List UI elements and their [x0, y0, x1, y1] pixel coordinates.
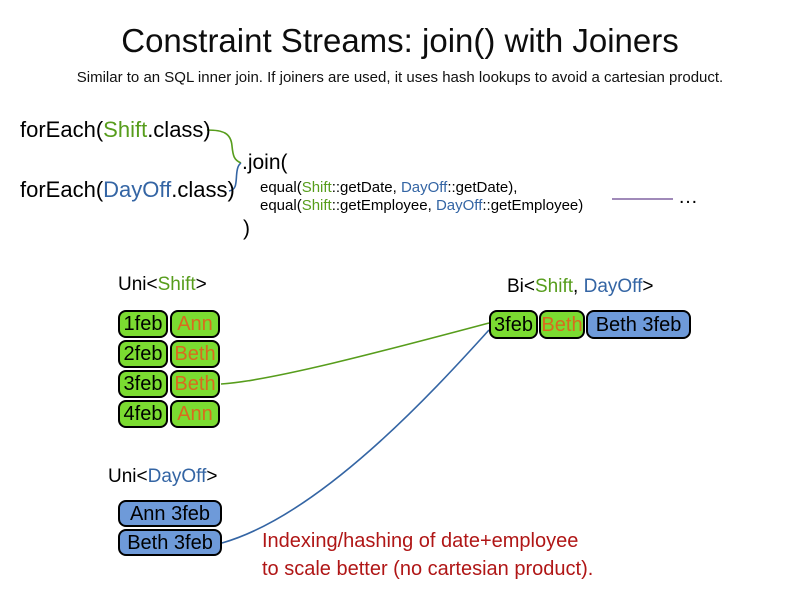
shift-date-cell: 2feb	[118, 340, 168, 368]
code-token: .class)	[147, 117, 211, 142]
dayoff-cell: Ann 3feb	[118, 500, 222, 527]
subtitle: Similar to an SQL inner join. If joiners…	[76, 69, 724, 86]
code-token: .class)	[171, 177, 235, 202]
code-token: ::getEmployee,	[331, 197, 436, 214]
code-token-shift-class: Shift	[103, 117, 148, 142]
table-row: 2feb Beth	[118, 340, 220, 368]
uni-dayoff-label: Uni<DayOff>	[108, 466, 218, 488]
more-joiners-ellipsis: …	[678, 186, 699, 208]
code-join-open: .join(	[242, 151, 288, 174]
uni-dayoff-table: Ann 3feb Beth 3feb	[118, 500, 222, 556]
code-token-dayoff-class: DayOff	[435, 197, 483, 214]
indexing-note: Indexing/hashing of date+employee to sca…	[262, 527, 593, 583]
code-equal-date: equal(Shift::getDate, DayOff::getDate),	[260, 179, 517, 196]
code-token: ::getDate),	[447, 179, 518, 196]
shift-employee-cell: Beth	[170, 370, 220, 398]
label-token-dayoff: DayOff	[583, 276, 643, 297]
label-token: ,	[573, 276, 584, 297]
label-token: Bi<	[507, 276, 535, 297]
shift-employee-cell: Ann	[170, 310, 220, 338]
shift-date-cell: 4feb	[118, 400, 168, 428]
shift-date-cell: 1feb	[118, 310, 168, 338]
code-join-close: )	[243, 217, 250, 240]
code-token-shift-class: Shift	[301, 197, 332, 214]
table-row: 1feb Ann	[118, 310, 220, 338]
brace-green-segment	[206, 129, 242, 164]
bi-shift-date-cell: 3feb	[489, 310, 538, 339]
join-line-shift-to-bi	[220, 322, 490, 385]
table-row: Ann 3feb	[118, 500, 222, 527]
uni-shift-label: Uni<Shift>	[118, 274, 207, 296]
page-title: Constraint Streams: join() with Joiners	[121, 22, 679, 59]
uni-shift-table: 1feb Ann 2feb Beth 3feb Beth 4feb Ann	[118, 310, 220, 428]
shift-date-cell: 3feb	[118, 370, 168, 398]
bi-label: Bi<Shift, DayOff>	[507, 276, 653, 298]
label-token: >	[195, 274, 207, 295]
label-token: Uni<	[118, 274, 158, 295]
label-token: Uni<	[108, 466, 148, 487]
join-line-dayoff-to-bi	[221, 329, 490, 544]
bi-shift-employee-cell: Beth	[539, 310, 585, 339]
label-token: >	[642, 276, 654, 297]
code-token: ::getDate,	[331, 179, 401, 196]
code-token: equal(	[260, 179, 302, 196]
shift-employee-cell: Beth	[170, 340, 220, 368]
code-equal-employee: equal(Shift::getEmployee, DayOff::getEmp…	[260, 197, 583, 214]
code-token-dayoff-class: DayOff	[103, 177, 172, 202]
code-token-dayoff-class: DayOff	[400, 179, 448, 196]
code-foreach-shift: forEach(Shift.class)	[20, 117, 211, 143]
code-token: ::getEmployee)	[482, 197, 584, 214]
indexing-note-line1: Indexing/hashing of date+employee	[262, 530, 579, 552]
dayoff-cell: Beth 3feb	[118, 529, 222, 556]
code-token: forEach(	[20, 117, 104, 142]
code-token: forEach(	[20, 177, 104, 202]
table-row: 3feb Beth	[118, 370, 220, 398]
table-row: 4feb Ann	[118, 400, 220, 428]
code-foreach-dayoff: forEach(DayOff.class)	[20, 177, 235, 203]
bi-dayoff-cell: Beth 3feb	[586, 310, 691, 339]
table-row: Beth 3feb	[118, 529, 222, 556]
shift-employee-cell: Ann	[170, 400, 220, 428]
label-token-shift: Shift	[157, 274, 196, 295]
bi-joined-row: 3feb Beth Beth 3feb	[489, 310, 691, 339]
label-token-shift: Shift	[535, 276, 574, 297]
label-token: >	[206, 466, 218, 487]
label-token-dayoff: DayOff	[147, 466, 207, 487]
indexing-note-line2: to scale better (no cartesian product).	[262, 558, 594, 580]
code-token: equal(	[260, 197, 302, 214]
code-token-shift-class: Shift	[301, 179, 332, 196]
